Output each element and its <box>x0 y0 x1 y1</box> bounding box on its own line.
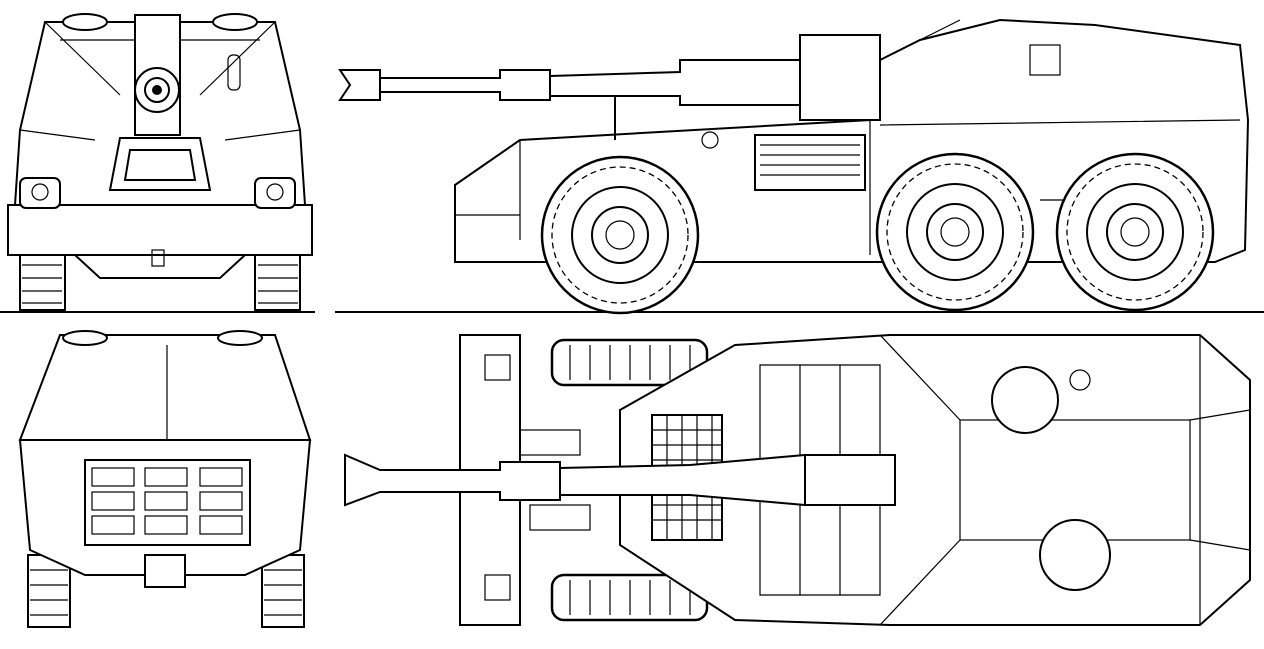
side-view <box>338 18 1250 315</box>
top-view <box>344 334 1251 626</box>
front-view <box>7 13 313 311</box>
wheel <box>1055 152 1215 312</box>
wheel <box>875 152 1035 312</box>
rear-view <box>18 330 312 628</box>
wheel <box>540 155 700 315</box>
